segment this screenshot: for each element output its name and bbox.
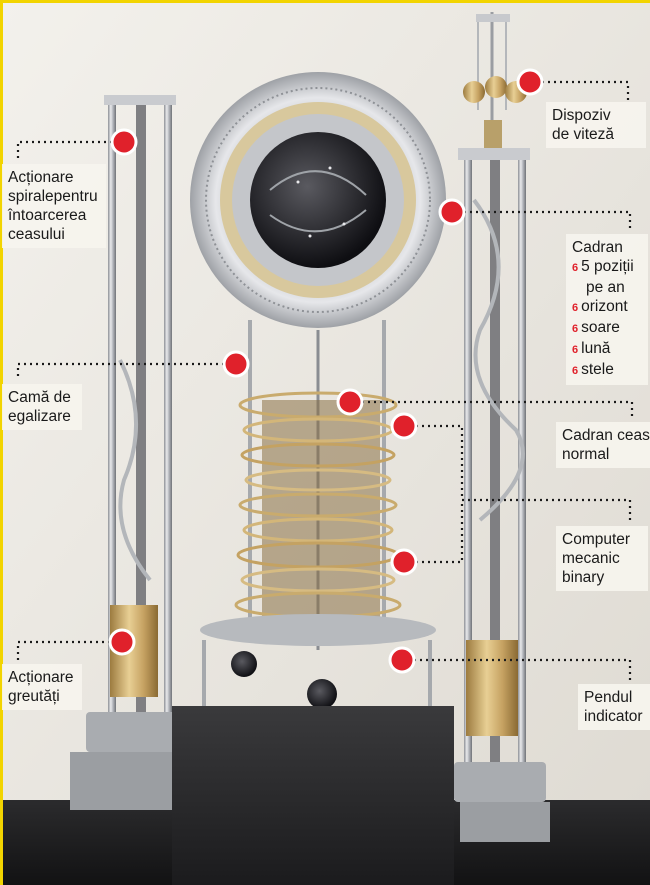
label-line: Pendul [584,689,633,706]
leader-lines [16,80,634,680]
label-actionare-greutati: Acționare greutăți [2,664,82,710]
label-line: întoarcerea [8,207,87,224]
base-block [172,706,454,885]
leader-pendul [402,658,632,680]
left-column [70,95,178,810]
marker-pendul [388,646,416,674]
bullet-icon: 6 [572,365,579,377]
label-line: ceasului [8,226,65,243]
markers [108,68,544,674]
label-cadran-ceas: Cadran ceas normal [556,422,650,468]
bullet-icon: 6 [572,262,579,274]
marker-dispozitiv-viteza [516,68,544,96]
cadran-title: Cadran [572,239,623,256]
leader-computer-mecanic-2 [404,500,464,564]
label-line: Camă de [8,389,71,406]
label-line: de viteză [552,126,615,143]
leader-actionare-greutati [16,640,122,660]
label-actionare-spirale: Acționare spiralepentru întoarcerea ceas… [2,164,106,248]
label-line: Cadran ceas [562,427,650,444]
cadran-item: pe an [586,279,625,296]
leader-dispozitiv-viteza [530,80,630,100]
bullet-icon: 6 [572,302,579,314]
leader-cama-egalizare [16,362,236,380]
right-column [454,148,550,842]
marker-cama-egalizare [222,350,250,378]
label-line: indicator [584,708,643,725]
bullet-icon: 6 [572,323,579,335]
mechanical-computer [200,320,436,716]
label-line: Acționare [8,669,74,686]
label-cama-egalizare: Camă de egalizare [2,384,82,430]
label-line: spiralepentru [8,188,98,205]
label-line: Acționare [8,169,74,186]
label-pendul-indicator: Pendul indicator [578,684,650,730]
astronomical-dial [190,72,446,328]
marker-computer-mecanic-top [390,412,418,440]
marker-computer-mecanic-bottom [390,548,418,576]
label-computer-mecanic: Computer mecanic binary [556,526,648,591]
label-line: binary [562,569,605,586]
leader-computer-mecanic [404,424,632,522]
bullet-icon: 6 [572,344,579,356]
label-line: egalizare [8,408,71,425]
marker-cadran-ceas [336,388,364,416]
label-line: mecanic [562,550,620,567]
label-line: greutăți [8,688,60,705]
marker-cadran [438,198,466,226]
leader-cadran-ceas [350,400,634,418]
marker-actionare-greutati [108,628,136,656]
label-line: Computer [562,531,631,548]
label-dispozitiv-viteza: Dispoziv de viteză [546,102,646,148]
label-line: normal [562,446,610,463]
marker-actionare-spirale [110,128,138,156]
label-line: Dispoziv [552,107,611,124]
